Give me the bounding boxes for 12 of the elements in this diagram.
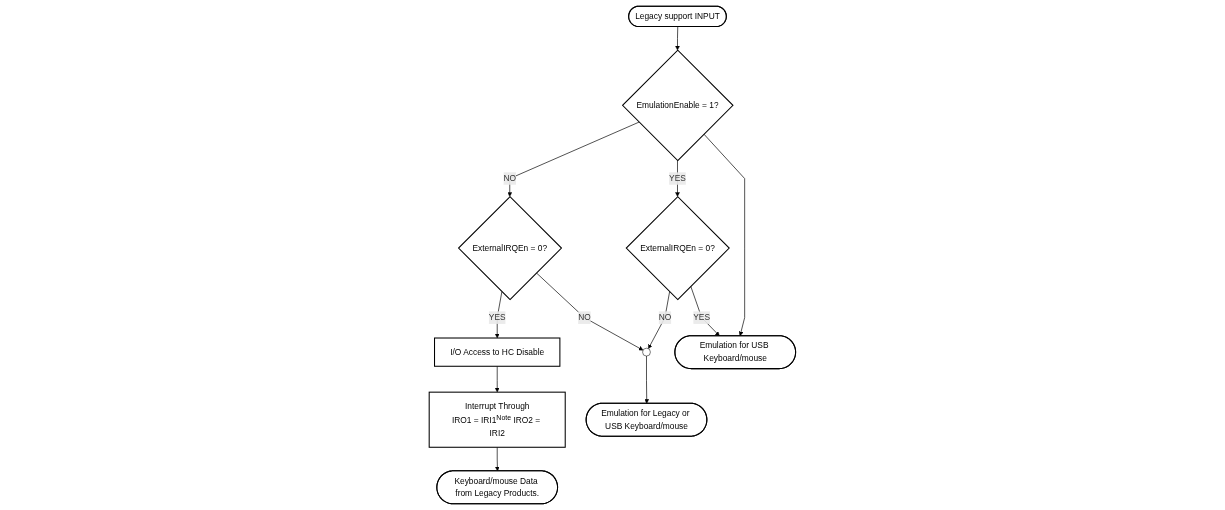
node-diamond: EmulationEnable = 1? <box>621 49 734 162</box>
node-circle <box>642 347 651 357</box>
edge-label: YES <box>488 312 506 322</box>
node-box: I/O Access to HC Disable <box>434 337 561 367</box>
edge-label: NO <box>658 312 672 322</box>
edge-label: NO <box>503 173 517 183</box>
edge-label: YES <box>669 173 686 183</box>
edge-label: NO <box>578 312 591 322</box>
node-diamond: ExternalIRQEn = 0? <box>457 195 563 301</box>
edge-label: YES <box>693 312 711 322</box>
node-box: Interrupt Through IRO1 = IRI1$^{Note}$ IRO2 = IRI2 <box>428 391 566 448</box>
node-diamond: ExternalIRQEn = 0? <box>625 195 731 301</box>
